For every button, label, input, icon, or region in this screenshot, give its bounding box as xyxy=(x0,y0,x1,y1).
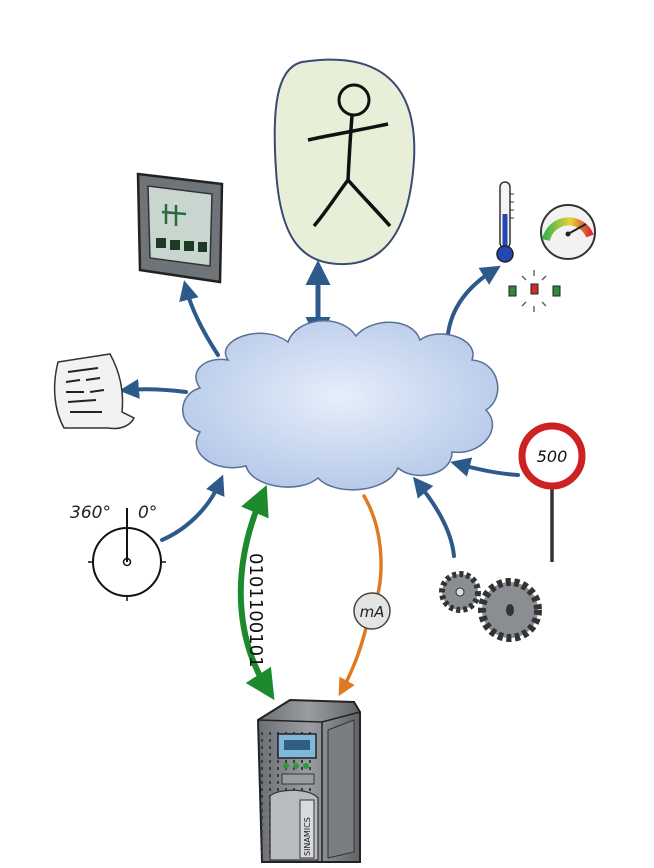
gears-icon xyxy=(439,571,542,642)
cloud-icon xyxy=(182,320,499,491)
thermometer-icon xyxy=(496,181,514,263)
frequency-inverter-icon: SINAMICS xyxy=(256,698,361,863)
speed-sign-value: 500 xyxy=(537,447,568,466)
document-icon xyxy=(53,353,136,430)
encoder-degrees-right: 0° xyxy=(138,503,157,523)
person-icon xyxy=(273,58,416,266)
encoder-degrees-left: 360° xyxy=(70,503,111,523)
drive-brand-label: SINAMICS xyxy=(303,817,312,856)
gauge-icon xyxy=(540,204,596,260)
hmi-panel-icon xyxy=(136,172,224,284)
connection-arrows xyxy=(119,260,520,701)
milliamp-meter-icon: mA xyxy=(353,592,391,630)
current-unit-label: mA xyxy=(360,603,385,621)
arrow-to-document xyxy=(119,378,188,399)
encoder-dial-icon: 360° 0° xyxy=(70,503,166,601)
arrow-from-speed-sign xyxy=(450,457,520,477)
binary-signal-label: 0101100101 xyxy=(245,553,266,668)
arrow-binary-link xyxy=(237,484,275,701)
speed-sign-icon: 500 xyxy=(518,422,586,562)
arrow-from-encoder xyxy=(160,474,225,542)
arrow-to-hmi-panel xyxy=(179,280,220,357)
status-lights-icon xyxy=(508,270,561,312)
arrow-from-gears xyxy=(412,476,456,558)
arrow-to-sensors xyxy=(446,265,501,336)
